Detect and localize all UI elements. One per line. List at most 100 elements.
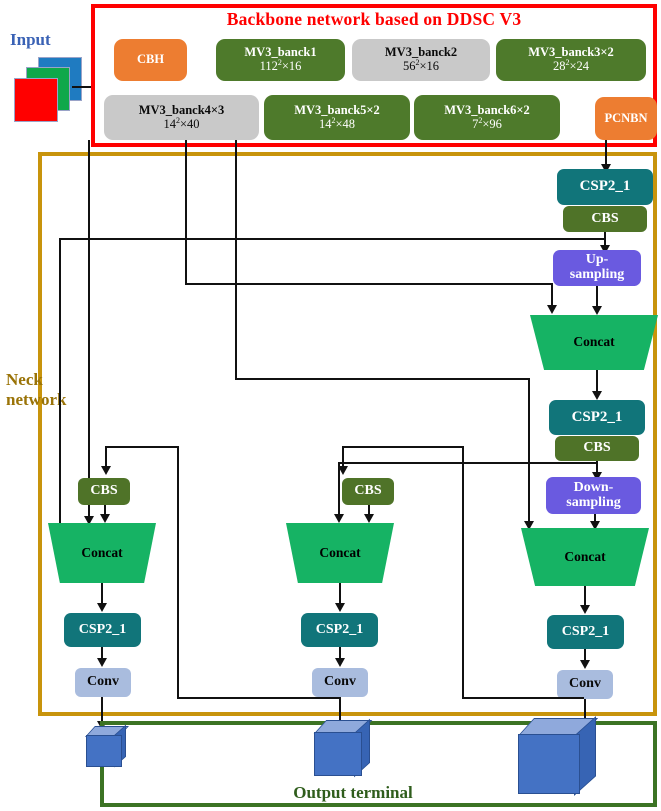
neck-cbs-left[interactable]: CBS [78,478,130,505]
backbone-block-mv3-banck5[interactable]: MV3_banck5×2 142×48 [264,95,410,140]
backbone-block-mv3-banck4[interactable]: MV3_banck4×3 142×40 [104,95,259,140]
backbone-block-mv3-banck1[interactable]: MV3_banck1 1122×16 [216,39,345,81]
neck-concat-top[interactable]: Concat [530,315,658,370]
wire-skip-a-drop [551,283,553,308]
neck-cbs-center[interactable]: CBS [342,478,394,505]
neck-upsampling-line2: sampling [569,267,625,282]
wire-skip-a-right [185,283,553,285]
neck-concat-left[interactable]: Concat [48,523,156,583]
arrow-downsampling-to-concat-right [590,521,600,530]
input-label: Input [10,30,51,49]
neck-csp-mid-label: CSP2_1 [571,408,623,425]
neck-conv-left-label: Conv [87,674,119,690]
neck-concat-center-label: Concat [319,545,361,560]
neck-container [38,152,657,716]
output-cube-medium[interactable] [310,718,380,790]
wire-skip-b-right [59,238,605,240]
neck-upsampling-line1: Up- [585,252,609,268]
neck-csp-mid[interactable]: CSP2_1 [549,400,645,435]
backbone-block-mv3-banck6[interactable]: MV3_banck6×2 72×96 [414,95,560,140]
wire-left-feed-down [88,410,90,520]
arrow-csp-right-to-conv [580,660,590,669]
output-cube-small[interactable] [82,724,132,774]
input-layer-red [14,78,58,122]
neck-csp-center[interactable]: CSP2_1 [301,613,378,647]
wire-cbstop-down [604,232,606,249]
backbone-block-mv3-banck1-shape: 1122×16 [259,58,302,74]
neck-downsampling[interactable]: Down- sampling [546,477,641,514]
arrow-cbs-center-to-concat [364,514,374,523]
neck-conv-left[interactable]: Conv [75,668,131,697]
output-terminal-label: Output terminal [268,783,438,803]
neck-conv-right-label: Conv [569,676,601,692]
wire-skip-a-down [185,140,187,285]
neck-csp-right-label: CSP2_1 [561,623,610,639]
wire-cbs-center-down [368,505,370,518]
neck-downsampling-line2: sampling [566,494,621,510]
arrow-concat-center-to-csp [335,603,345,612]
wire-cbs-left-down [104,505,106,518]
wire-concat-left-down [101,583,103,607]
neck-upsampling[interactable]: Up- sampling [553,250,641,286]
backbone-block-mv3-banck3[interactable]: MV3_banck3×2 282×24 [496,39,646,81]
wire-skip-b2-right [235,378,530,380]
output-cube-large[interactable] [512,716,612,808]
wire-upsampling-down [596,286,598,310]
output-cube-large-front [518,734,580,794]
backbone-block-mv3-banck2[interactable]: MV3_banck2 562×16 [352,39,490,81]
backbone-block-mv3-banck5-name: MV3_banck5×2 [294,102,380,117]
backbone-block-cbh[interactable]: CBH [114,39,187,81]
wire-left-to-center-skip-v [177,446,179,699]
neck-concat-right[interactable]: Concat [521,528,649,586]
arrow-csp-left-to-conv [97,658,107,667]
neck-csp-top-label: CSP2_1 [579,178,631,195]
wire-center-feed-h [338,462,520,464]
arrow-csp-center-to-conv [335,658,345,667]
arrow-to-cbs-left [101,466,111,475]
wire-csp-left-down [101,647,103,662]
backbone-title: Backbone network based on DDSC V3 [226,8,522,29]
neck-cbs-mid-label: CBS [583,440,611,456]
neck-conv-center-label: Conv [324,674,356,690]
neck-conv-right[interactable]: Conv [557,670,613,699]
neck-conv-center[interactable]: Conv [312,668,368,697]
input-image-stack [8,55,93,125]
neck-label-line2: network [6,390,67,409]
wire-csp-center-down [339,647,341,662]
wire-input-out [72,86,94,88]
neck-csp-right[interactable]: CSP2_1 [547,615,624,649]
wire-concat-right-down [584,586,586,609]
wire-conv-center-down [339,697,341,727]
wire-skip-b-down [235,140,237,240]
arrow-cbs-left-to-concat [100,514,110,523]
output-cube-medium-front [314,732,362,776]
backbone-block-pcnbn[interactable]: PCNBN [595,97,657,140]
wire-backbone-left-drop [88,140,90,410]
neck-csp-top[interactable]: CSP2_1 [557,169,653,205]
backbone-block-mv3-banck6-shape: 72×96 [472,115,502,132]
backbone-block-mv3-banck2-shape: 562×16 [402,58,440,74]
neck-cbs-mid[interactable]: CBS [555,436,639,461]
wire-center-feed-v [338,462,340,518]
wire-center-to-right-skip-v [462,446,464,699]
neck-cbs-top[interactable]: CBS [563,206,647,232]
neck-network-label: Neck network [6,370,96,410]
arrow-center-feed-to-concat [334,514,344,523]
wire-cbs-left-drop [105,446,107,470]
wire-cbs-center-top [342,446,462,448]
output-cube-small-front [86,735,122,767]
neck-concat-center[interactable]: Concat [286,523,394,583]
backbone-block-pcnbn-name: PCNBN [604,110,648,125]
backbone-block-mv3-banck2-name: MV3_banck2 [384,45,458,60]
wire-cbs-left-top [105,446,177,448]
neck-cbs-center-label: CBS [354,483,382,499]
neck-csp-left[interactable]: CSP2_1 [64,613,141,647]
wire-skip-b2-right-drop [528,378,530,528]
arrow-upsampling-to-concat-top [592,306,602,315]
wire-cbs-center-drop [342,446,344,470]
neck-csp-left-label: CSP2_1 [78,621,127,637]
arrow-concat-left-to-csp [97,603,107,612]
neck-downsampling-line1: Down- [573,479,614,495]
backbone-block-mv3-banck1-name: MV3_banck1 [244,45,317,60]
